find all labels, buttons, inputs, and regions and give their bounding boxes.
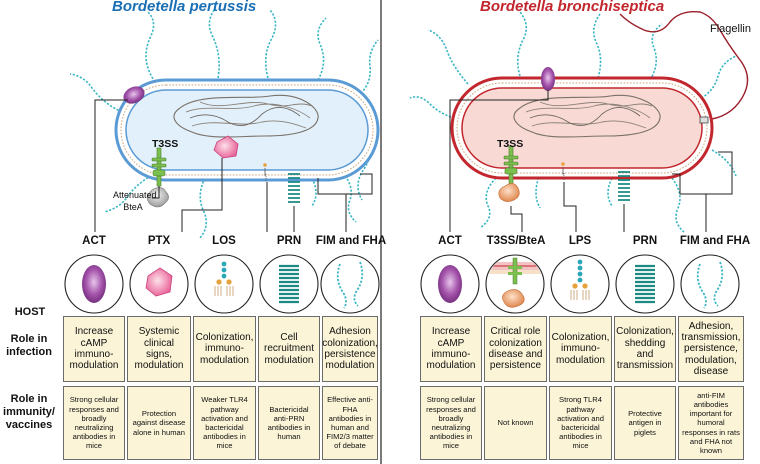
immunity-cell-lps: Strong TLR4 pathway activation and bacte… (549, 386, 612, 460)
right-prn-coil (618, 171, 630, 201)
col-los: LOS (212, 235, 236, 247)
fim-fha-icon-right (696, 261, 724, 309)
circle-los (194, 254, 254, 314)
left-nucleoid (173, 94, 319, 138)
right-t3ss-label: T3SS (497, 138, 524, 150)
act-icon-right (438, 265, 462, 303)
immunity-cell-t3ss-btea: Not known (484, 386, 547, 460)
col-ptx: PTX (147, 235, 171, 247)
col-fim-fha-right: FIM and FHA (679, 235, 751, 247)
circle-fim-fha-right (680, 254, 740, 314)
row-label-infection: Role in infection (6, 333, 52, 358)
infection-cell-fim-fha-left: Adhesion colonization, persistence modul… (322, 316, 378, 382)
immunity-cell-fim-fha-left: Effective anti-FHA antibodies in human a… (322, 386, 378, 460)
fim-fha-icon-left (336, 261, 364, 309)
right-nucleoid (513, 94, 661, 138)
prn-coil-icon-right (635, 264, 655, 304)
infection-cell-los: Colonization, immuno-modulation (193, 316, 256, 382)
bpertussis-cell (69, 9, 380, 239)
col-prn-left: PRN (276, 235, 302, 247)
col-act-left: ACT (82, 235, 106, 247)
infection-cell-t3ss-btea: Critical role colonization disease and p… (484, 316, 547, 382)
row-label-host: HOST (14, 306, 46, 318)
btea-label: BteA (123, 202, 143, 212)
infection-cell-act-left: Increase cAMP immuno-modulation (63, 316, 125, 382)
right-flagella-hairs (409, 11, 737, 233)
right-lps-icon (561, 162, 565, 181)
left-cytoplasm (125, 89, 369, 171)
ptx-icon (145, 267, 173, 297)
left-prn-coil (288, 173, 300, 203)
col-fim-fha-left: FIM and FHA (315, 235, 387, 247)
left-connectors (94, 99, 373, 232)
col-lps: LPS (568, 235, 592, 247)
left-flagella-hairs (69, 9, 379, 239)
prn-coil-icon-left (279, 264, 299, 304)
infection-cell-act-right: Increase cAMP immuno-modulation (420, 316, 482, 382)
los-glyph-icon (214, 261, 234, 296)
infection-cell-fim-fha-right: Adhesion, transmission, persistence, mod… (678, 316, 744, 382)
immunity-cell-fim-fha-right: anti-FIM antibodies important for humora… (678, 386, 744, 460)
left-t3ss-label: T3SS (152, 138, 179, 150)
immunity-cell-act-left: Strong cellular responses and broadly ne… (63, 386, 125, 460)
lps-glyph-icon (570, 259, 590, 300)
infection-cell-prn-right: Colonization, shedding and transmission (614, 316, 676, 382)
left-attenuated-btea-icon (147, 187, 169, 208)
left-periplasm-line (120, 84, 374, 176)
left-los-icon (263, 163, 267, 182)
right-periplasm-line (456, 82, 708, 174)
left-ptx-icon (213, 135, 239, 159)
infection-cell-prn-left: Cell recruitment modulation (258, 316, 320, 382)
right-cytoplasm (461, 87, 703, 169)
infection-cell-lps: Colonization, immuno-modulation (549, 316, 612, 382)
immunity-cell-act-right: Strong cellular responses and broadly ne… (420, 386, 482, 460)
immunity-cell-ptx: Protection against disease alone in huma… (127, 386, 191, 460)
col-prn-right: PRN (632, 235, 658, 247)
right-connectors (449, 90, 733, 232)
immunity-cell-prn-left: Bactericidal anti-PRN antibodies in huma… (258, 386, 320, 460)
row-label-immunity: Role in immunity/ vaccines (3, 393, 55, 431)
left-panel-title: Bordetella pertussis (112, 0, 257, 15)
infection-cell-ptx: Systemic clinical signs, modulation (127, 316, 191, 382)
col-t3ss-btea: T3SS/BteA (486, 235, 546, 247)
bbronchiseptica-cell (409, 11, 749, 233)
immunity-cell-prn-right: Protective antigen in piglets (614, 386, 676, 460)
left-act-membrane-icon (123, 86, 145, 104)
right-btea-icon (498, 183, 520, 202)
circle-prn-right (615, 254, 675, 314)
right-panel-title: Bordetella bronchiseptica (480, 0, 665, 15)
left-t3ss-needle (151, 147, 167, 187)
right-flagellum-motor (699, 116, 709, 124)
circle-prn-left (259, 254, 319, 314)
circle-lps (550, 254, 610, 314)
immunity-cell-los: Weaker TLR4 pathway activation and bacte… (193, 386, 256, 460)
right-flagellin-polar (619, 11, 749, 121)
right-act-membrane-icon (541, 67, 555, 91)
attenuated-label: Attenuated (113, 190, 157, 200)
col-act-right: ACT (438, 235, 462, 247)
right-t3ss-needle (503, 145, 519, 185)
act-icon-left (82, 265, 106, 303)
circle-fim-fha-left (320, 254, 380, 314)
flagellin-label: Flagellin (710, 23, 751, 35)
